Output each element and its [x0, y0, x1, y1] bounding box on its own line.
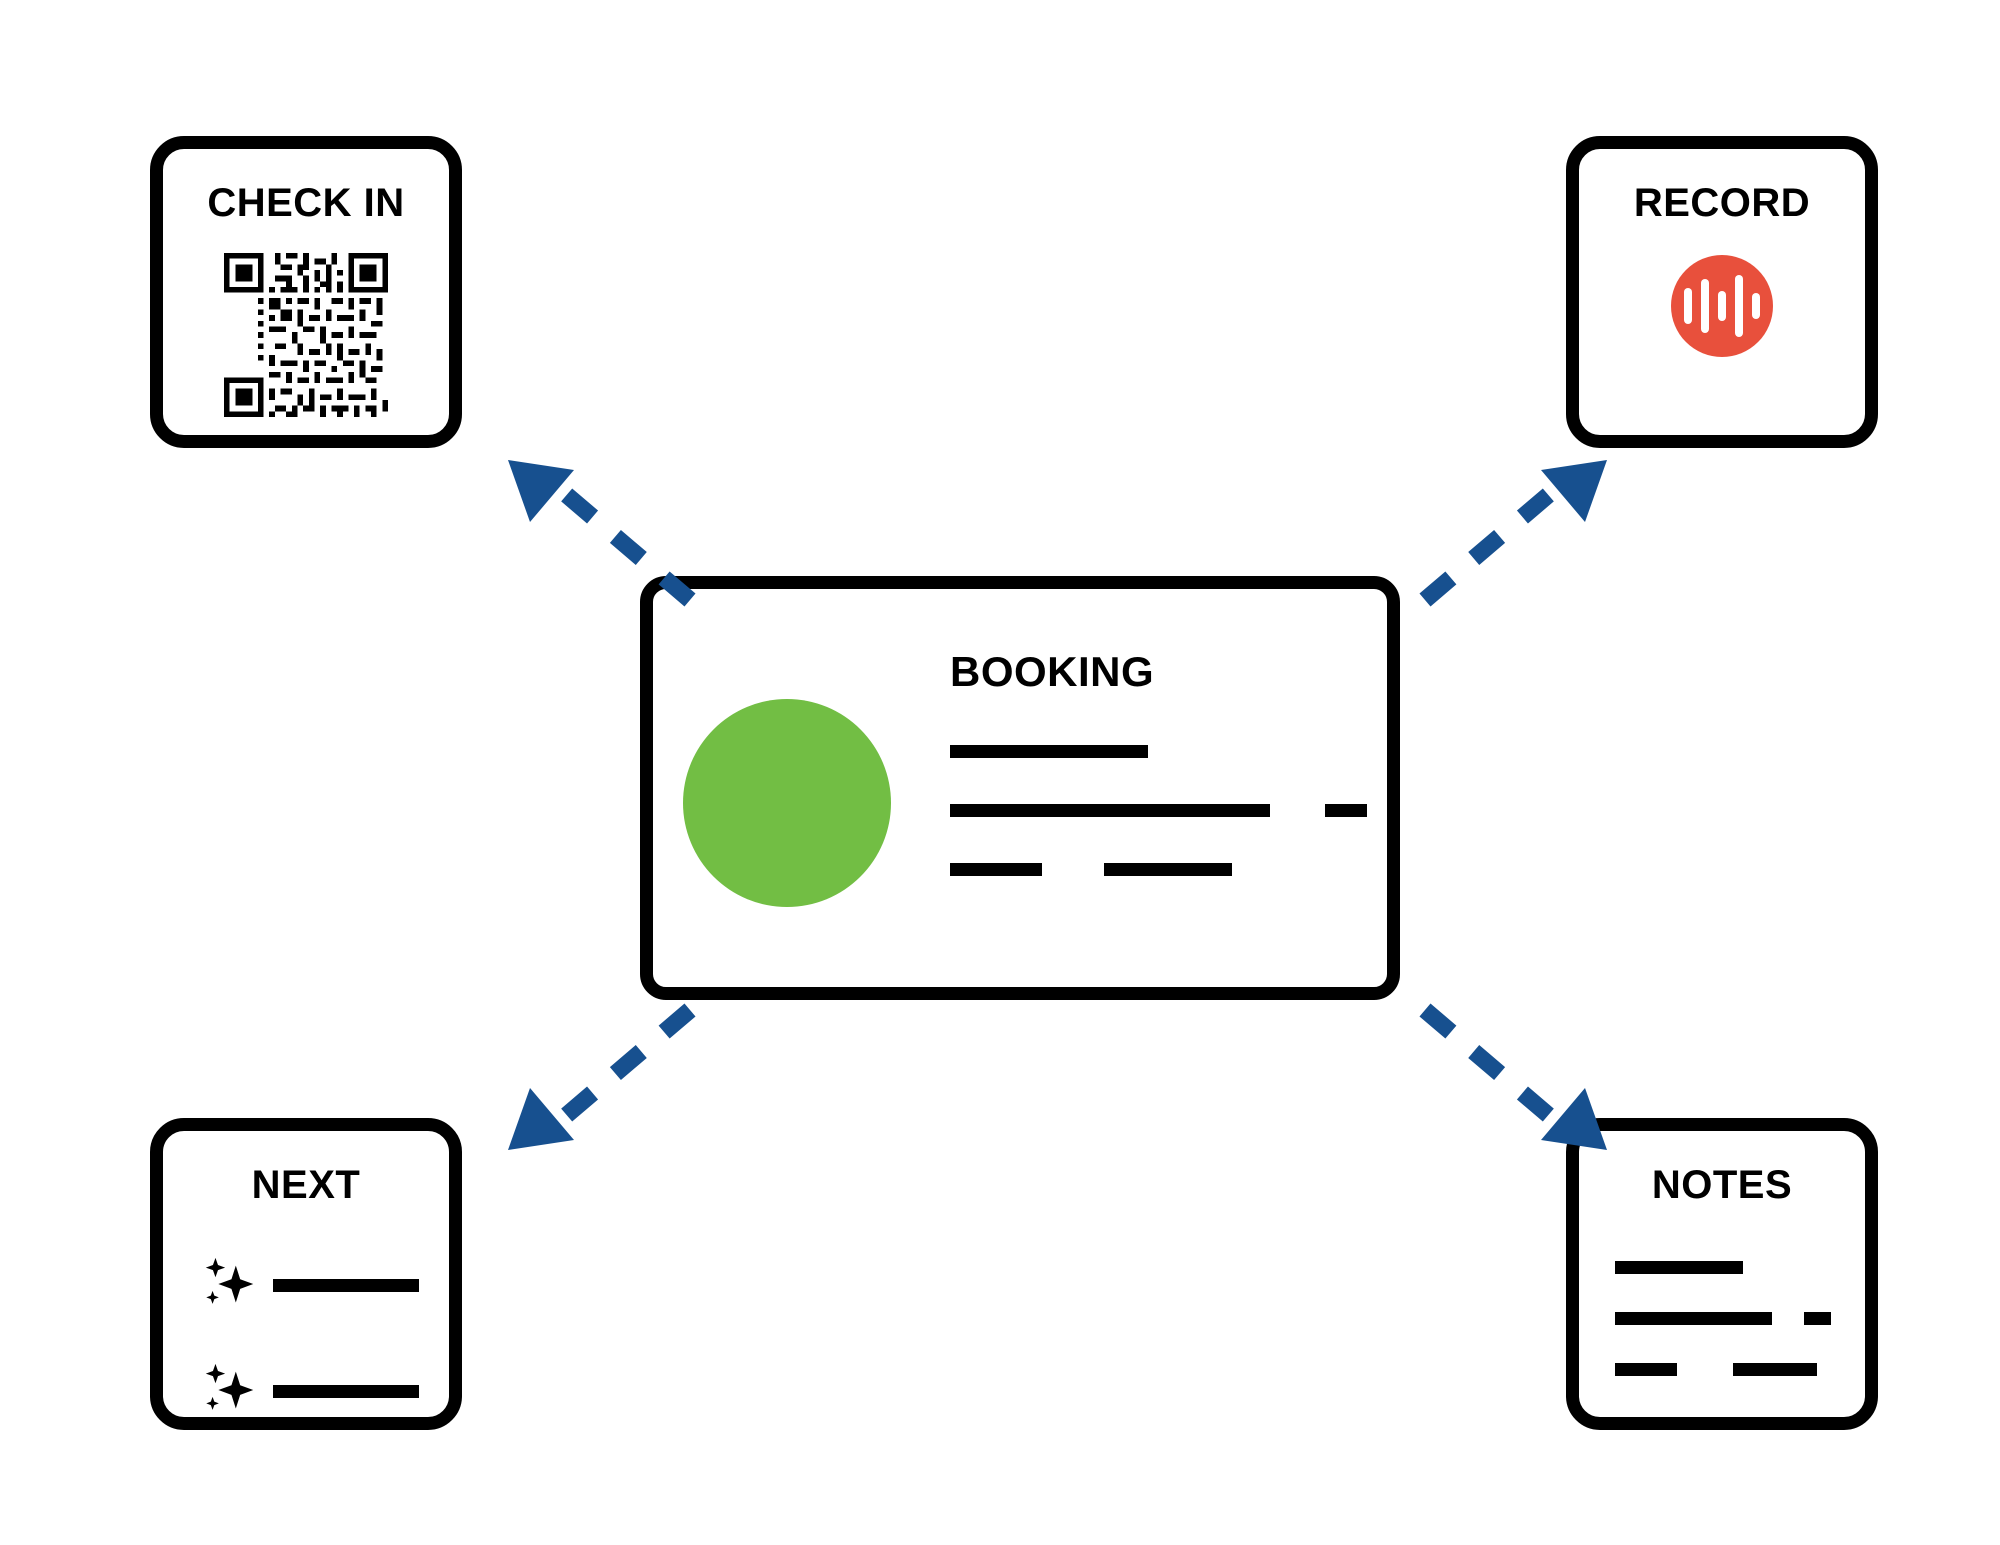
card-notes[interactable]: NOTES	[1566, 1118, 1878, 1430]
card-booking[interactable]: BOOKING	[640, 576, 1400, 1000]
text-line-segment	[950, 804, 1270, 817]
card-check-in[interactable]: CHECK IN	[150, 136, 462, 448]
text-line	[1615, 1312, 1831, 1325]
connector-booking-to-check-in	[500, 460, 700, 610]
text-line	[950, 863, 1370, 876]
booking-detail-lines	[950, 745, 1370, 876]
text-line	[950, 804, 1370, 817]
connector-booking-to-next	[500, 1000, 700, 1150]
text-line	[1615, 1363, 1831, 1376]
text-line-segment	[950, 745, 1148, 758]
card-check-in-title: CHECK IN	[207, 181, 405, 225]
text-line-segment	[1325, 804, 1367, 817]
waveform-bar	[1718, 291, 1726, 321]
list-item-bar	[273, 1384, 419, 1398]
next-items-list	[199, 1251, 419, 1425]
sparkle-icon	[199, 1254, 261, 1316]
waveform-bar	[1735, 275, 1743, 337]
text-line-segment	[1733, 1363, 1817, 1376]
card-notes-title: NOTES	[1651, 1163, 1793, 1207]
text-line-segment	[950, 863, 1042, 876]
waveform-bar	[1684, 288, 1692, 324]
connector-booking-to-notes	[1415, 1000, 1615, 1150]
list-item[interactable]	[199, 1251, 419, 1319]
text-line-segment	[1615, 1261, 1743, 1274]
text-line-segment	[1804, 1312, 1831, 1325]
waveform-bar	[1701, 279, 1709, 333]
card-record[interactable]: RECORD	[1566, 136, 1878, 448]
text-line	[1615, 1261, 1831, 1274]
qr-code-icon	[224, 253, 388, 417]
card-record-title: RECORD	[1633, 181, 1811, 225]
text-line-segment	[1615, 1312, 1773, 1325]
page-title: BOOKING	[950, 648, 1155, 695]
waveform-bar	[1752, 293, 1760, 319]
sparkle-icon	[199, 1360, 261, 1422]
text-line	[950, 745, 1370, 758]
avatar	[683, 699, 891, 907]
list-item-bar	[273, 1278, 419, 1292]
text-lines-icon	[1615, 1261, 1831, 1376]
audio-waveform-icon[interactable]	[1671, 255, 1773, 357]
card-next[interactable]: NEXT	[150, 1118, 462, 1430]
connector-booking-to-record	[1415, 460, 1615, 610]
record-circle	[1671, 255, 1773, 357]
text-line-segment	[1104, 863, 1232, 876]
list-item[interactable]	[199, 1357, 419, 1425]
card-next-title: NEXT	[251, 1163, 361, 1207]
text-line-segment	[1615, 1363, 1677, 1376]
